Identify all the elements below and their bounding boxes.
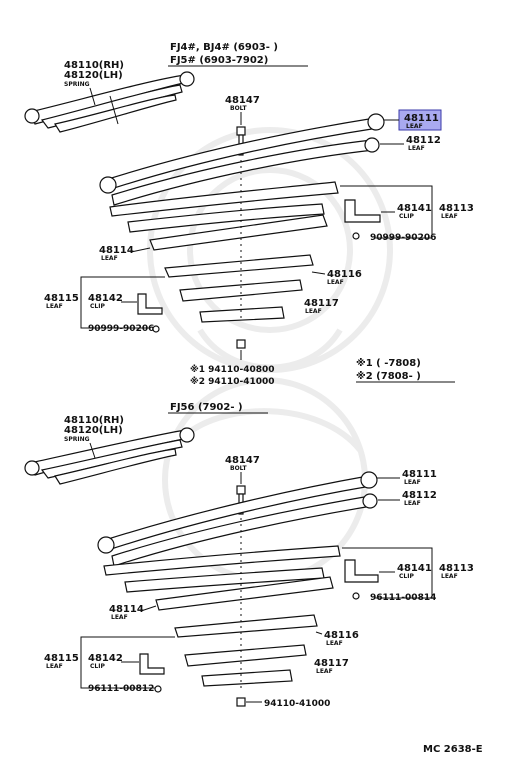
note-line1: ※1 ( -7808) [356, 357, 421, 369]
rivet-right-number-bottom[interactable]: 96111-00814 [370, 593, 436, 603]
leaf-48115-label-bottom: LEAF [46, 663, 63, 670]
clip-48141-label: CLIP [399, 213, 414, 220]
spring-rh[interactable]: 48110(RH) [64, 60, 124, 71]
spring-assembly-drawing-bottom [24, 427, 195, 485]
leaf-48111-number[interactable]: 48111 [404, 113, 439, 124]
nut-number-bottom[interactable]: 94110-41000 [264, 699, 330, 709]
spring-lh[interactable]: 48120(LH) [64, 70, 123, 81]
leaf-48115-number[interactable]: 48115 [44, 293, 79, 304]
leaf-48112-label: LEAF [408, 145, 425, 152]
rivet-left-number[interactable]: 90999-90206 [88, 324, 154, 334]
leaf-48117-number[interactable]: 48117 [304, 298, 339, 309]
leaf-48114-label-bottom: LEAF [111, 614, 128, 621]
nut-1-number[interactable]: ※1 94110-40800 [190, 364, 275, 375]
bolt-number-bottom[interactable]: 48147 [225, 455, 260, 466]
leaf-48115-number-bottom[interactable]: 48115 [44, 653, 79, 664]
leaf-48114-number[interactable]: 48114 [99, 245, 134, 256]
note-line2: ※2 (7808- ) [356, 370, 421, 382]
clip-48141-number[interactable]: 48141 [397, 203, 432, 214]
leaf-48112-label-bottom: LEAF [404, 500, 421, 507]
clip-right-drawing-bottom [344, 559, 379, 583]
leaf-48111-label-bottom: LEAF [404, 479, 421, 486]
leaf-48116-label-bottom: LEAF [326, 640, 343, 647]
leaf-48113-number-bottom[interactable]: 48113 [439, 563, 474, 574]
bottom-leaf-stack [97, 471, 378, 690]
leaf-48113-label-bottom: LEAF [441, 573, 458, 580]
bolt-label: BOLT [230, 105, 248, 112]
spring-label: SPRING [64, 81, 90, 88]
clip-left-drawing [137, 293, 163, 315]
header-top-line2: FJ5# (6903-7902) [170, 55, 268, 66]
header-bottom: FJ56 (7902- ) [170, 402, 243, 413]
leaf-48115-label: LEAF [46, 303, 63, 310]
spring-lh-bottom[interactable]: 48120(LH) [64, 425, 123, 436]
leaf-48111-number-bottom[interactable]: 48111 [402, 469, 437, 480]
clip-48142-label: CLIP [90, 303, 105, 310]
clip-left-drawing-bottom [139, 653, 165, 675]
leaf-48117-label-bottom: LEAF [316, 668, 333, 675]
clip-48141-label-bottom: CLIP [399, 573, 414, 580]
clip-48142-label-bottom: CLIP [90, 663, 105, 670]
leaf-48113-number[interactable]: 48113 [439, 203, 474, 214]
leaf-48114-label: LEAF [101, 255, 118, 262]
spring-rh-bottom[interactable]: 48110(RH) [64, 415, 124, 426]
footer-code: MC 2638-E [423, 744, 483, 755]
clip-48142-number-bottom[interactable]: 48142 [88, 653, 123, 664]
rivet-right-number[interactable]: 90999-90206 [370, 233, 436, 243]
clip-48141-number-bottom[interactable]: 48141 [397, 563, 432, 574]
leaf-48114-number-bottom[interactable]: 48114 [109, 604, 144, 615]
nut-drawing [236, 339, 246, 349]
top-leaf-stack [99, 113, 385, 323]
leaf-48112-number-bottom[interactable]: 48112 [402, 490, 437, 501]
clip-right-drawing [344, 199, 381, 223]
bolt-label-bottom: BOLT [230, 465, 248, 472]
leaf-48117-label: LEAF [305, 308, 322, 315]
leaf-48116-number[interactable]: 48116 [327, 269, 362, 280]
leaf-48117-number-bottom[interactable]: 48117 [314, 658, 349, 669]
bolt-number[interactable]: 48147 [225, 95, 260, 106]
header-top-line1: FJ4#, BJ4# (6903- ) [170, 42, 278, 53]
leaf-48116-label: LEAF [327, 279, 344, 286]
nut-2-number[interactable]: ※2 94110-41000 [190, 376, 275, 387]
nut-drawing-bottom [236, 697, 246, 707]
leaf-48116-number-bottom[interactable]: 48116 [324, 630, 359, 641]
leaf-48112-number[interactable]: 48112 [406, 135, 441, 146]
spring-assembly-drawing [24, 71, 195, 133]
spring-label-bottom: SPRING [64, 436, 90, 443]
leaf-48113-label: LEAF [441, 213, 458, 220]
rivet-left-number-bottom[interactable]: 96111-00812 [88, 684, 154, 694]
leaf-48111-label: LEAF [406, 123, 423, 130]
clip-48142-number[interactable]: 48142 [88, 293, 123, 304]
